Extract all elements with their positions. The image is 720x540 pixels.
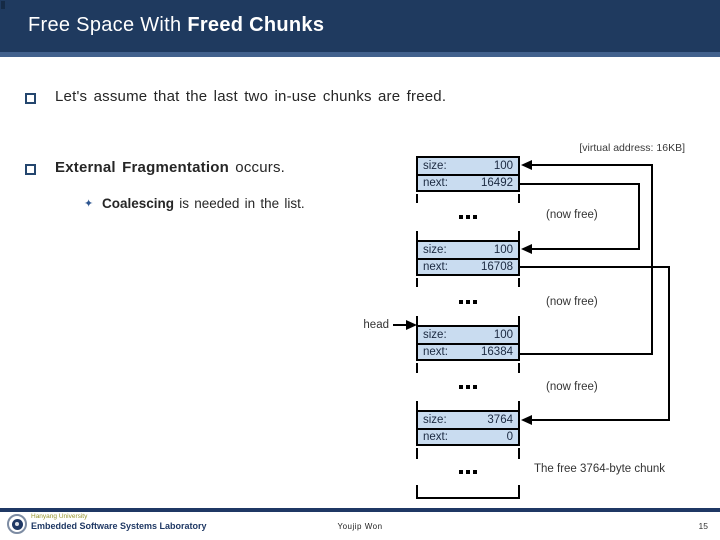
chunk-body-stub xyxy=(416,316,520,325)
next-value: 16492 xyxy=(481,177,513,189)
pointer-line-16708 xyxy=(668,266,670,421)
next-label: next: xyxy=(423,261,448,273)
next-label: next: xyxy=(423,431,448,443)
ellipsis-dots xyxy=(416,203,520,231)
head-arrow-line xyxy=(393,324,409,326)
chunk-box-2: size: 100 next: 16708 xyxy=(416,240,520,276)
chunk-body-stub xyxy=(416,194,520,203)
head-pointer-label: head xyxy=(363,319,389,331)
bullet-2-bold: External Fragmentation xyxy=(55,159,229,176)
size-label: size: xyxy=(423,414,447,426)
size-value: 100 xyxy=(493,160,513,172)
pointer-line-16384 xyxy=(531,164,653,166)
head-arrow-icon xyxy=(406,320,417,330)
size-label: size: xyxy=(423,329,447,341)
next-label: next: xyxy=(423,177,448,189)
header-bar xyxy=(0,0,720,52)
chunk-box-4: size: 3764 next: 0 xyxy=(416,410,520,446)
header-accent-strip xyxy=(0,52,720,57)
corner-tick xyxy=(1,1,5,9)
affiliation-laboratory: Embedded Software Systems Laboratory xyxy=(31,521,207,531)
chunk-1-next-row: next: 16492 xyxy=(418,174,518,190)
chunk-body-stub xyxy=(416,448,520,459)
affiliation-university: Hanyang University xyxy=(31,513,88,520)
next-value: 16384 xyxy=(481,346,513,358)
size-label: size: xyxy=(423,244,447,256)
chunk-4-next-row: next: 0 xyxy=(418,428,518,444)
author-name: Youjip Won xyxy=(337,522,383,531)
diamond-bullet-icon: ✦ xyxy=(84,198,94,210)
size-label: size: xyxy=(423,160,447,172)
now-free-note-2: (now free) xyxy=(546,296,598,308)
ellipsis-dots xyxy=(416,287,520,316)
free-chunk-note: The free 3764-byte chunk xyxy=(534,463,666,475)
pointer-line-16492 xyxy=(531,248,640,250)
page-number: 15 xyxy=(698,521,708,531)
chunk-body-stub xyxy=(416,231,520,240)
chunk-body-stub xyxy=(416,401,520,410)
chunk-1-size-row: size: 100 xyxy=(418,158,518,174)
bullet-1-text: Let's assume that the last two in-use ch… xyxy=(55,88,447,105)
chunk-box-1: size: 100 next: 16492 xyxy=(416,156,520,192)
chunk-4-size-row: size: 3764 xyxy=(418,412,518,428)
university-logo-icon xyxy=(7,514,27,534)
chunk-body-bottom xyxy=(416,485,520,499)
page-title-bold: Freed Chunks xyxy=(187,14,325,36)
pointer-line-16708 xyxy=(520,266,670,268)
size-value: 3764 xyxy=(487,414,513,426)
size-value: 100 xyxy=(493,329,513,341)
pointer-line-16384 xyxy=(520,353,653,355)
size-value: 100 xyxy=(493,244,513,256)
bullet-square-icon xyxy=(25,93,36,104)
chunk-2-next-row: next: 16708 xyxy=(418,258,518,274)
sub-bullet-text: Coalescing is needed in the list. xyxy=(102,196,305,211)
chunk-body-stub xyxy=(416,363,520,373)
chunk-box-3: size: 100 next: 16384 xyxy=(416,325,520,361)
pointer-arrow-icon xyxy=(521,160,532,170)
sub-bullet-bold: Coalescing xyxy=(102,196,175,211)
bullet-2-text: External Fragmentation occurs. xyxy=(55,159,285,176)
pointer-line-16492 xyxy=(520,183,640,185)
page-title: Free Space With Freed Chunks xyxy=(28,14,324,37)
now-free-note-3: (now free) xyxy=(546,381,598,393)
virtual-address-note: [virtual address: 16KB] xyxy=(579,142,685,154)
chunk-3-next-row: next: 16384 xyxy=(418,343,518,359)
pointer-line-16384 xyxy=(651,164,653,355)
pointer-line-16492 xyxy=(638,183,640,250)
next-value: 0 xyxy=(506,431,513,443)
chunk-body-stub xyxy=(416,278,520,287)
ellipsis-dots xyxy=(416,373,520,401)
pointer-line-16708 xyxy=(531,419,670,421)
bullet-2-rest: occurs. xyxy=(228,159,286,176)
chunk-2-size-row: size: 100 xyxy=(418,242,518,258)
now-free-note-1: (now free) xyxy=(546,209,598,221)
footer-divider-bar xyxy=(0,508,720,512)
bullet-square-icon xyxy=(25,164,36,175)
pointer-arrow-icon xyxy=(521,415,532,425)
chunk-3-size-row: size: 100 xyxy=(418,327,518,343)
ellipsis-dots xyxy=(416,459,520,485)
next-label: next: xyxy=(423,346,448,358)
page-title-regular: Free Space With xyxy=(28,14,188,36)
pointer-arrow-icon xyxy=(521,244,532,254)
sub-bullet-rest: is needed in the list. xyxy=(174,196,305,211)
next-value: 16708 xyxy=(481,261,513,273)
